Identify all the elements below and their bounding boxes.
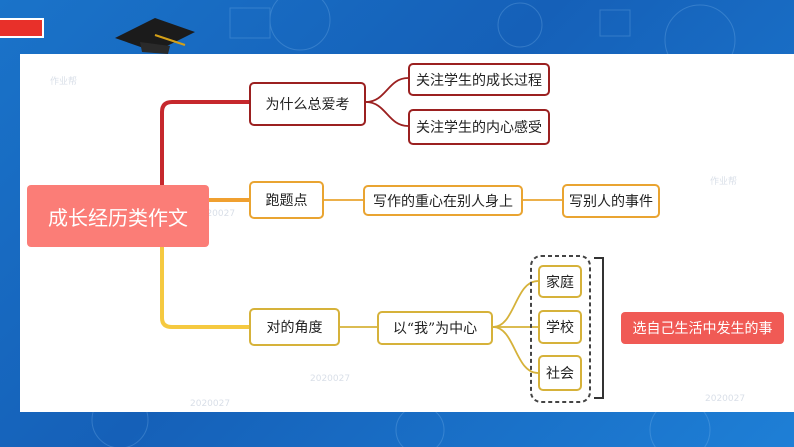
leaf-inner-feelings: 关注学生的内心感受: [408, 109, 550, 145]
branch-why-tested: 为什么总爱考: [249, 82, 366, 126]
option-school: 学校: [538, 310, 582, 344]
leaf-focus-on-others: 写作的重心在别人身上: [363, 185, 523, 216]
option-society: 社会: [538, 355, 582, 391]
leaf-growth-process: 关注学生的成长过程: [408, 63, 550, 96]
root-node: 成长经历类作文: [27, 185, 209, 247]
red-tab-marker: [0, 18, 44, 38]
branch-off-topic: 跑题点: [249, 181, 324, 219]
graduation-cap-icon: [115, 18, 195, 54]
leaf-others-events: 写别人的事件: [562, 184, 660, 218]
mindmap-panel: 作业帮 2020027 2020027 2020027 作业帮 2020027 …: [20, 54, 794, 412]
leaf-self-centered: 以“我”为中心: [377, 311, 493, 345]
branch-right-angle: 对的角度: [249, 308, 340, 346]
option-family: 家庭: [538, 265, 582, 298]
conclusion-box: 选自己生活中发生的事: [621, 312, 784, 344]
